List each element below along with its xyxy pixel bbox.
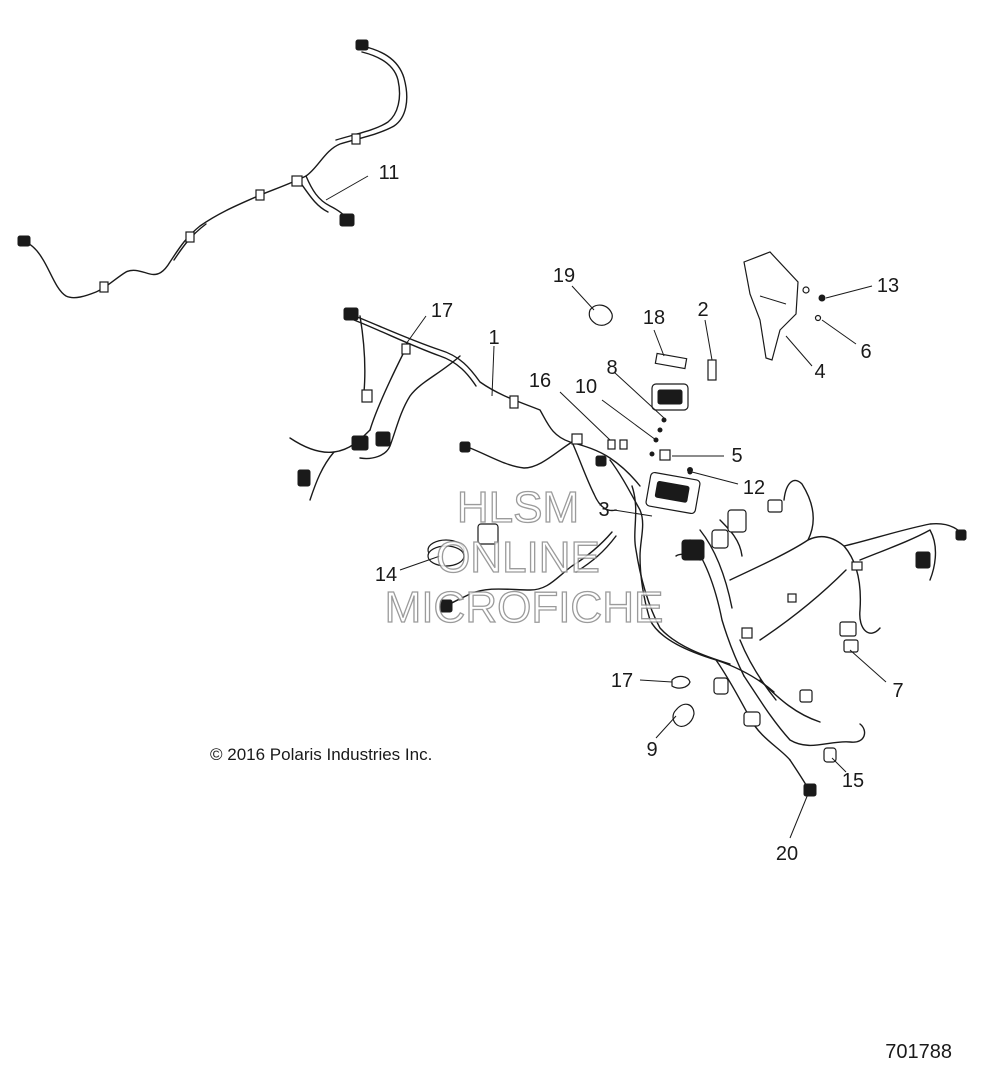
callout-20: 20: [776, 843, 798, 865]
copyright-text: © 2016 Polaris Industries Inc.: [210, 745, 432, 764]
watermark: HLSM ONLINE MICROFICHE: [384, 482, 664, 632]
callout-17-lower: 17: [611, 670, 633, 692]
callout-19: 19: [553, 265, 575, 287]
watermark-line-3: MICROFICHE: [385, 583, 664, 632]
callout-16: 16: [529, 370, 551, 392]
rear-harness-11: [17, 39, 408, 299]
callout-14: 14: [375, 564, 397, 586]
diagram-number: 701788: [885, 1041, 952, 1063]
callout-11: 11: [379, 162, 400, 184]
callout-1: 1: [488, 327, 499, 349]
callout-5: 5: [731, 445, 742, 467]
fuse-box-area: [607, 352, 717, 515]
callout-15: 15: [842, 770, 864, 792]
branch-14: [427, 523, 617, 613]
callout-12: 12: [743, 477, 765, 499]
callout-9: 9: [646, 739, 657, 761]
callout-3: 3: [598, 499, 609, 521]
main-harness-1: [289, 307, 775, 693]
watermark-line-1: HLSM: [457, 483, 579, 532]
callout-labels: 1 2 3 4 5 6 7 8 9 10 11 12 13 14 15 16 1…: [375, 162, 904, 865]
callout-6: 6: [860, 341, 871, 363]
callout-8: 8: [606, 357, 617, 379]
callout-10: 10: [575, 376, 597, 398]
leader-lines: [325, 175, 887, 839]
callout-13: 13: [877, 275, 899, 297]
callout-7: 7: [892, 680, 903, 702]
callout-17-upper: 17: [431, 300, 453, 322]
loose-parts: [588, 251, 826, 727]
watermark-line-2: ONLINE: [436, 533, 600, 582]
callout-4: 4: [814, 361, 825, 383]
callout-2: 2: [697, 299, 708, 321]
front-harness: [675, 479, 967, 797]
callout-18: 18: [643, 307, 665, 329]
